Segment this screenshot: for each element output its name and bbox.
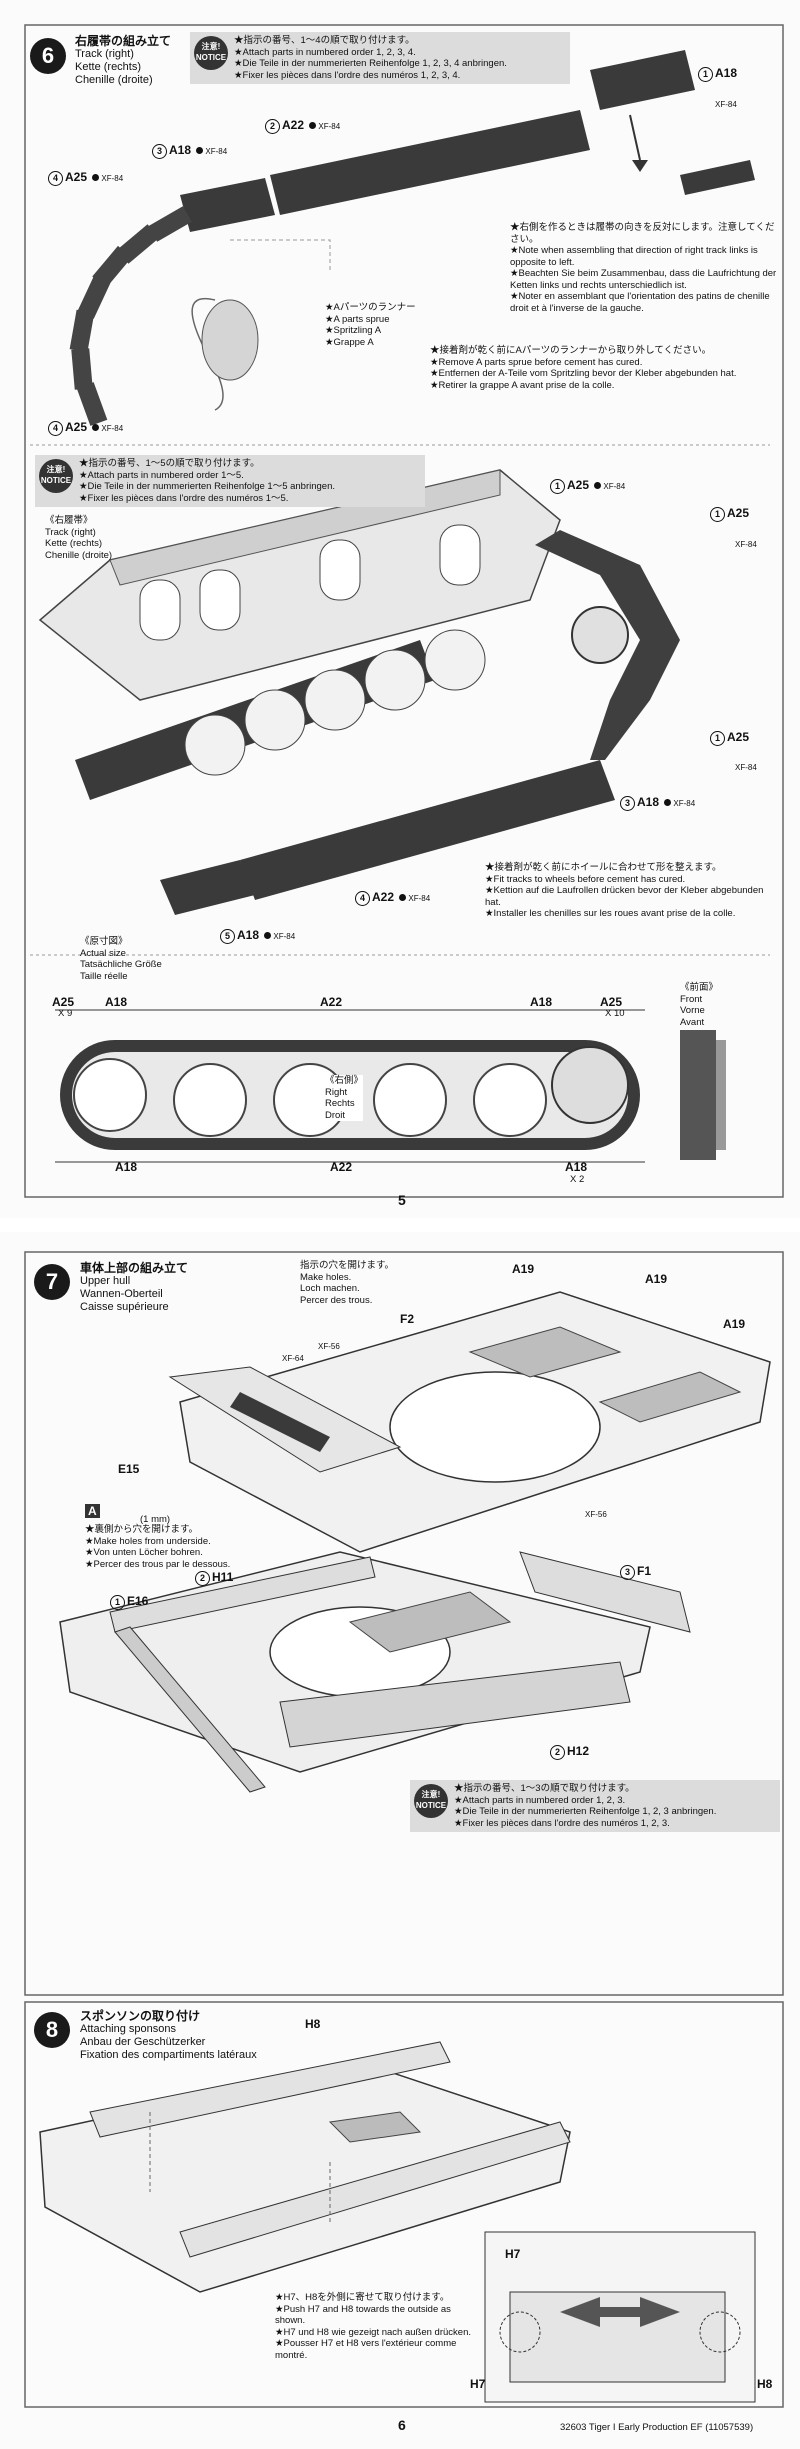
part-a19-3: A19 <box>723 1317 746 1331</box>
step-8-number: 8 <box>34 2012 70 2048</box>
part-a19-1: A19 <box>512 1262 535 1276</box>
page-number: 5 <box>398 1192 406 1208</box>
step-6-title-en: Track (right) <box>75 48 134 60</box>
actual-inner-label: 《右側》 Right Rechts Droit <box>325 1075 364 1121</box>
part-h8: H8 <box>305 2017 321 2031</box>
drill-label: A <box>85 1504 100 1518</box>
direction-note: ★右側を作るときは履帯の向きを反対にします。注意してください。 ★Note wh… <box>510 222 777 314</box>
paint-label: XF-84 <box>715 100 737 109</box>
step-7-number: 7 <box>34 1264 70 1300</box>
actual-top-x9: X 9 <box>58 1008 73 1019</box>
hull-assembly-lower <box>59 1551 691 1793</box>
step-6-title-jp: 右履帯の組み立て <box>75 34 172 48</box>
actual-bottom-a18b: A18 <box>565 1160 588 1174</box>
actual-top-a25b: A25 <box>600 995 623 1009</box>
upper-hull-top <box>168 1291 771 1553</box>
sprue-note: ★Aパーツのランナー ★A parts sprue ★Spritzling A … <box>325 302 416 348</box>
actual-bottom-x2: X 2 <box>570 1174 585 1185</box>
paint-label: XF-84 <box>735 540 757 549</box>
paint-label: XF-84 <box>735 763 757 772</box>
step-6-title-fr: Chenille (droite) <box>75 74 153 86</box>
page-number: 6 <box>398 2417 406 2433</box>
actual-size-track <box>55 1009 726 1163</box>
holes-note: 指示の穴を開けます。 Make holes. Loch machen. Perc… <box>300 1260 395 1306</box>
paint-xf56b: XF-56 <box>585 1510 607 1519</box>
wheel-note: ★接着剤が乾く前にホイールに合わせて形を整えます。 ★Fit tracks to… <box>485 862 764 919</box>
step-6-title-de: Kette (rechts) <box>75 61 142 73</box>
part-e15: E15 <box>118 1462 140 1476</box>
paint-xf64: XF-64 <box>282 1354 304 1363</box>
step-7-title: 車体上部の組み立て Upper hull Wannen-Oberteil Cai… <box>80 1261 189 1314</box>
underside-note: ★裏側から穴を開けます。 ★Make holes from underside.… <box>85 1524 231 1570</box>
notice-line: ★Fixer les pièces dans l'ordre des numér… <box>234 69 461 81</box>
notice-line: ★指示の番号、1～4の順で取り付けます。 <box>234 35 415 46</box>
sprocket-links <box>69 206 192 426</box>
sponson-hull <box>39 2041 571 2293</box>
inset-h8: H8 <box>757 2377 773 2391</box>
paint-xf56: XF-56 <box>318 1342 340 1351</box>
actual-front-label: 《前面》 Front Vorne Avant <box>680 982 719 1028</box>
hull-track-drawing <box>38 469 680 915</box>
top-track-strip <box>180 50 695 232</box>
actual-top-a18b: A18 <box>530 995 553 1009</box>
inset-h7: H7 <box>470 2377 486 2391</box>
part-h7: H7 <box>505 2247 521 2261</box>
page-6-illustrations <box>24 1251 784 2408</box>
drill-size: (1 mm) <box>140 1514 171 1525</box>
part-f2: F2 <box>400 1312 415 1326</box>
notice-line: ★Die Teile in der nummerierten Reihenfol… <box>234 58 507 69</box>
actual-top-a22: A22 <box>320 995 343 1009</box>
notice-badge: 注意! NOTICE <box>414 1784 448 1818</box>
part-a19-2: A19 <box>645 1272 668 1286</box>
notice-badge: 注意! NOTICE <box>39 459 73 493</box>
track-right-label: 《右履帯》 Track (right) Kette (rechts) Cheni… <box>45 515 113 561</box>
push-note: ★H7、H8を外側に寄せて取り付けます。 ★Push H7 and H8 tow… <box>275 2292 471 2361</box>
actual-bottom-a18: A18 <box>115 1160 138 1174</box>
actual-top-a18: A18 <box>105 995 128 1009</box>
cement-note: ★接着剤が乾く前にAパーツのランナーから取り外してください。 ★Remove A… <box>430 345 737 391</box>
sponson-inset <box>484 2231 756 2403</box>
actual-size-label: 《原寸図》 Actual size Tatsächliche Größe Tai… <box>80 936 162 982</box>
step-6-title: 右履帯の組み立て Track (right) Kette (rechts) Ch… <box>75 35 171 87</box>
step-8-title: スポンソンの取り付け Attaching sponsons Anbau der … <box>80 2009 257 2062</box>
step-6-notice: 注意! NOTICE ★指示の番号、1～4の順で取り付けます。 ★Attach … <box>190 32 570 84</box>
step-7-notice: 注意! NOTICE ★指示の番号、1～3の順で取り付けます。 ★Attach … <box>410 1780 780 1832</box>
notice-line: ★Attach parts in numbered order 1, 2, 3,… <box>234 46 416 58</box>
actual-top-a25: A25 <box>52 995 75 1009</box>
step-6-number: 6 <box>30 38 66 74</box>
page-5: 6 右履帯の組み立て Track (right) Kette (rechts) … <box>0 0 800 1218</box>
footer-code: 32603 Tiger I Early Production EF (11057… <box>560 2422 754 2433</box>
step-6b-notice: 注意! NOTICE ★指示の番号、1～5の順で取り付けます。 ★Attach … <box>35 455 425 507</box>
page-6: 7 車体上部の組み立て Upper hull Wannen-Oberteil C… <box>0 1232 800 2449</box>
actual-top-x10: X 10 <box>605 1008 625 1019</box>
notice-badge: 注意! NOTICE <box>194 36 228 70</box>
actual-bottom-a22: A22 <box>330 1160 353 1174</box>
